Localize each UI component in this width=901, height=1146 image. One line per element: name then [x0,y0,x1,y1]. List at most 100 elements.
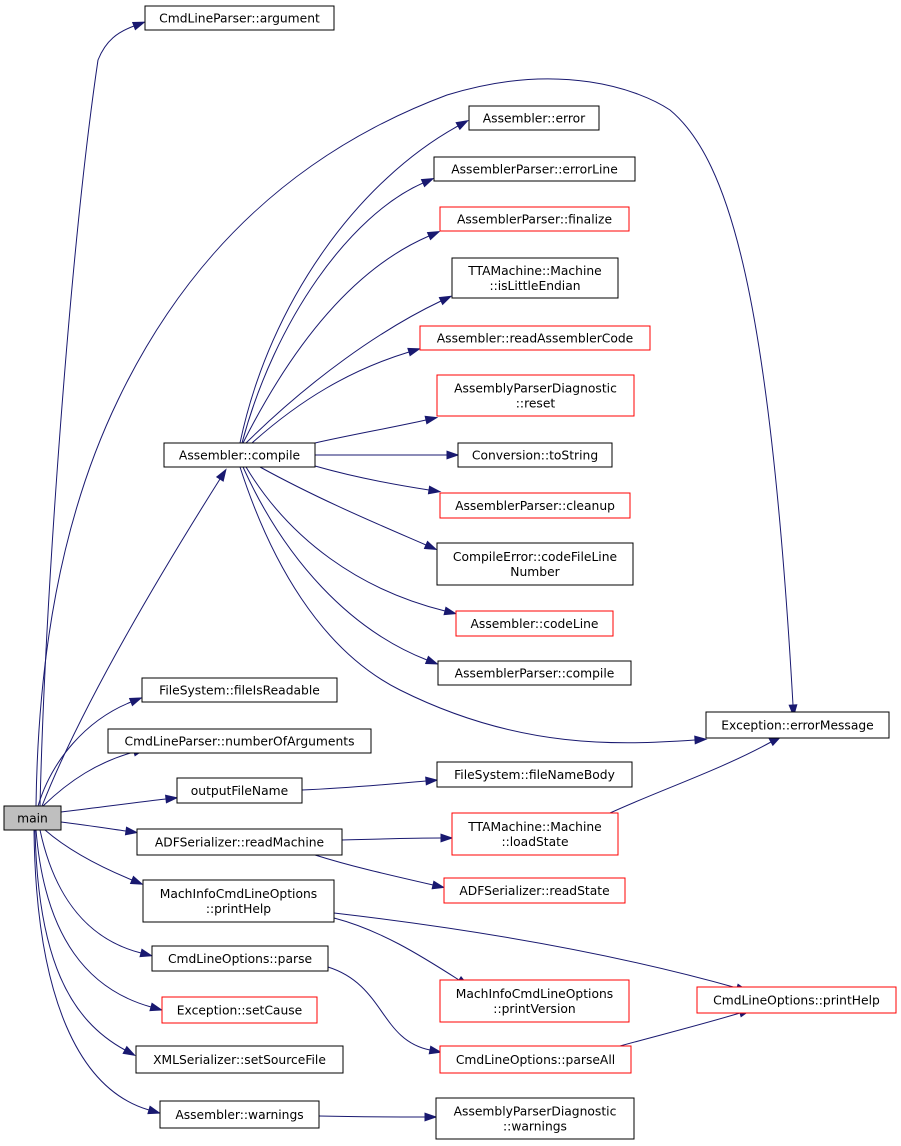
node-label: AssemblerParser::errorLine [451,163,618,177]
node-assembler-warnings[interactable]: Assembler::warnings [159,1100,320,1129]
node-label: AssemblyParserDiagnostic [454,1105,617,1119]
node-main[interactable]: main [3,805,62,831]
node-box [455,610,614,637]
arrowhead [443,606,458,616]
node-assemblyparserdiagnostic-warnings[interactable]: AssemblyParserDiagnostic::warnings [435,1097,635,1140]
node-box [163,442,316,468]
node-cmdlineoptions-printhelp[interactable]: CmdLineOptions::printHelp [696,986,897,1014]
node-label: Assembler::compile [179,449,300,463]
node-box [141,677,338,703]
edge-assembler-compile-to-assemblerparser-cleanup [314,465,442,495]
edge-assembler-compile-to-assemblyparserdiagnostic-reset [314,415,439,444]
edge-assembler-compile-to-assemblerparser-errorline [241,177,435,444]
arrowhead [147,1105,162,1115]
call-edges [33,21,798,1122]
arrowhead [149,1002,164,1012]
arrowhead [694,735,708,745]
node-label: MachInfoCmdLineOptions [160,887,317,901]
node-label: CmdLineOptions::parseAll [456,1053,615,1067]
arrowhead [427,485,442,495]
node-adfserializer-readmachine[interactable]: ADFSerializer::readMachine [136,828,343,856]
node-assembler-compile[interactable]: Assembler::compile [163,442,316,468]
node-box [433,156,636,182]
node-label: main [17,812,48,826]
node-machine-islittleendian[interactable]: TTAMachine::Machine::isLittleEndian [451,257,619,299]
node-assemblerparser-finalize[interactable]: AssemblerParser::finalize [439,206,630,232]
node-box [144,5,335,31]
node-label: XMLSerializer::setSourceFile [153,1053,326,1067]
node-assemblyparserdiagnostic-reset[interactable]: AssemblyParserDiagnostic::reset [436,374,635,417]
edge-assembler-compile-to-machine-islittleendian [245,295,453,444]
node-assemblerparser-cleanup[interactable]: AssemblerParser::cleanup [439,492,631,519]
node-assemblerparser-compile[interactable]: AssemblerParser::compile [437,660,632,686]
node-cmdlineoptions-parse[interactable]: CmdLineOptions::parse [151,945,329,972]
edge-machine-loadstate-to-exception-errormessage [609,735,782,814]
node-box [107,728,372,754]
arrowhead [446,450,460,460]
node-box [136,828,343,856]
node-label: ::warnings [503,1120,567,1134]
node-box [451,257,619,299]
arrowhead [428,1045,443,1055]
node-assembler-codeline[interactable]: Assembler::codeLine [455,610,614,637]
edge-main-to-adfserializer-readmachine [60,821,139,836]
node-box [439,1045,632,1074]
node-cmdlineoptions-parseall[interactable]: CmdLineOptions::parseAll [439,1045,632,1074]
node-cmdlineparser-numberofarguments[interactable]: CmdLineParser::numberOfArguments [107,728,372,754]
node-exception-errormessage[interactable]: Exception::errorMessage [705,711,890,739]
edge-main-to-assembler-compile [41,468,227,807]
node-filesystem-fileisreadable[interactable]: FileSystem::fileIsReadable [141,677,338,703]
arrowhead [139,948,154,958]
arrowhead [424,415,439,425]
arrowhead [440,833,454,843]
node-assembler-readassemblercode[interactable]: Assembler::readAssemblerCode [419,325,651,351]
node-label: CmdLineParser::numberOfArguments [125,735,355,749]
edge-assembler-compile-to-conversion-tostring [315,450,460,460]
node-label: AssemblerParser::compile [455,667,615,681]
node-box [151,945,329,972]
edge-assembler-compile-to-exception-errormessage [239,466,708,745]
node-xmlserializer-setsourcefile[interactable]: XMLSerializer::setSourceFile [135,1045,344,1074]
arrowhead [425,776,439,786]
edge-assembler-compile-to-assembler-readassemblercode [251,347,421,444]
node-label: AssemblerParser::finalize [457,213,612,227]
node-label: Assembler::readAssemblerCode [437,332,633,346]
arrowhead [420,177,435,188]
edge-main-to-machinfocmdlineoptions-printhelp [44,829,144,885]
node-assembler-error[interactable]: Assembler::error [468,105,600,131]
node-cmdlineparser-argument[interactable]: CmdLineParser::argument [144,5,335,31]
node-box [419,325,651,351]
node-label: TTAMachine::Machine [467,820,602,834]
node-label: FileSystem::fileIsReadable [159,684,320,698]
edge-assembler-warnings-to-assemblyparserdiagnostic-warnings [318,1112,438,1122]
arrowhead [424,655,439,665]
node-conversion-tostring[interactable]: Conversion::toString [457,442,613,468]
arrowhead [215,468,227,482]
node-label: FileSystem::fileNameBody [454,768,615,782]
node-machinfocmdlineoptions-printversion[interactable]: MachInfoCmdLineOptions::printVersion [439,979,630,1023]
node-machine-loadstate[interactable]: TTAMachine::Machine::loadState [451,812,619,856]
node-box [161,996,318,1024]
node-box [3,805,62,831]
node-filesystem-filenamebody[interactable]: FileSystem::fileNameBody [436,761,633,788]
node-box [468,105,600,131]
node-box [705,711,890,739]
function-nodes: main CmdLineParser::argumentAssembler::er… [3,5,897,1140]
node-machinfocmdlineoptions-printhelp[interactable]: MachInfoCmdLineOptions::printHelp [142,879,335,923]
node-box [159,1100,320,1129]
arrowhead [455,119,469,131]
arrowhead [407,347,421,357]
node-label: Conversion::toString [472,449,598,463]
node-box [439,206,630,232]
node-box [457,442,613,468]
node-adfserializer-readstate[interactable]: ADFSerializer::readState [443,877,626,904]
node-label: CompileError::codeFileLine [453,550,617,564]
edge-assembler-compile-to-assembler-codeline [245,466,458,616]
node-outputfilename[interactable]: outputFileName [176,777,303,804]
arrowhead [122,1045,137,1057]
node-assemblerparser-errorline[interactable]: AssemblerParser::errorLine [433,156,636,182]
node-exception-setcause[interactable]: Exception::setCause [161,996,318,1024]
arrowhead [124,826,139,836]
